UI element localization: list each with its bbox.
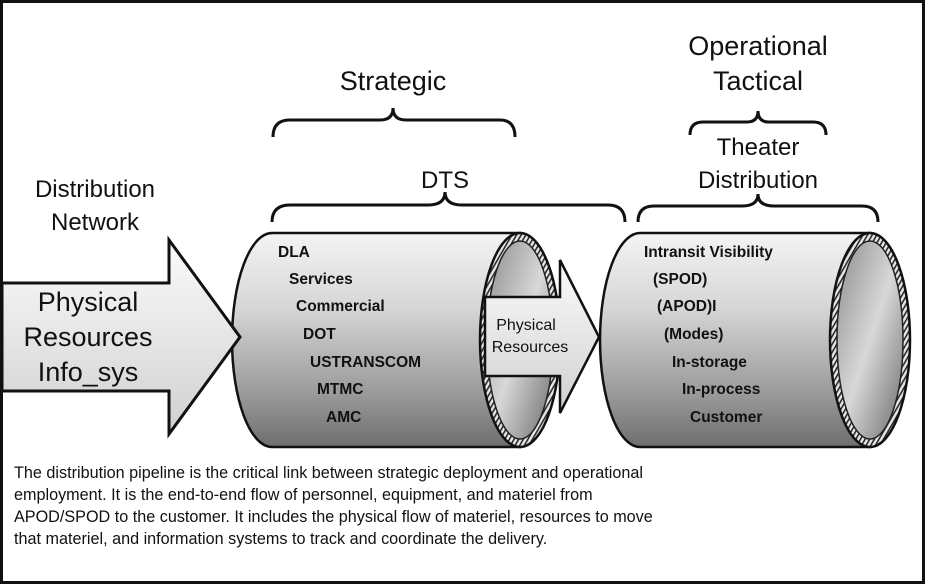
theater-item: Intransit Visibility	[644, 244, 773, 261]
caption-line: that materiel, and information systems t…	[14, 530, 548, 548]
strategic-item: Services	[289, 271, 353, 288]
operational-header: Operational	[688, 31, 828, 61]
input-arrow-label-line3: Info_sys	[38, 357, 139, 387]
input-arrow	[0, 235, 242, 439]
tactical-header: Tactical	[713, 66, 803, 96]
middle-arrow-label-line1: Physical	[496, 317, 556, 334]
caption-line: APOD/SPOD to the customer. It includes t…	[14, 508, 653, 526]
caption-line: employment. It is the end-to-end flow of…	[14, 486, 593, 504]
dts-label: DTS	[421, 167, 469, 194]
theater-item: In-storage	[672, 354, 747, 371]
strategic-pipeline-cylinder	[230, 231, 562, 449]
theater-item: (Modes)	[664, 326, 723, 343]
theater-label: Theater	[717, 134, 800, 161]
strategic-item: DOT	[303, 326, 336, 343]
caption-line: The distribution pipeline is the critica…	[14, 464, 643, 482]
strategic-item: Commercial	[296, 298, 385, 315]
strategic-brace	[271, 107, 517, 138]
distribution-network-label-line1: Distribution	[35, 176, 155, 203]
strategic-header: Strategic	[340, 66, 447, 96]
strategic-item: AMC	[326, 409, 361, 426]
middle-arrow	[483, 259, 601, 414]
strategic-item: DLA	[278, 244, 310, 261]
theater-item: (SPOD)	[653, 271, 707, 288]
strategic-item: MTMC	[317, 381, 364, 398]
input-arrow-label-line2: Resources	[23, 322, 152, 352]
middle-arrow-label-line2: Resources	[492, 339, 568, 356]
distribution-label: Distribution	[698, 167, 818, 194]
tactical-brace	[688, 110, 828, 136]
strategic-item: USTRANSCOM	[310, 354, 421, 371]
input-arrow-label-line1: Physical	[38, 287, 139, 317]
theater-item: Customer	[690, 409, 762, 426]
theater-item: In-process	[682, 381, 760, 398]
dts-brace	[270, 191, 627, 223]
caption-text: The distribution pipeline is the critica…	[14, 462, 914, 550]
theater-brace	[636, 193, 880, 223]
theater-item: (APOD)I	[657, 298, 716, 315]
distribution-network-label-line2: Network	[51, 209, 140, 236]
theater-pipeline-cylinder	[598, 231, 912, 449]
